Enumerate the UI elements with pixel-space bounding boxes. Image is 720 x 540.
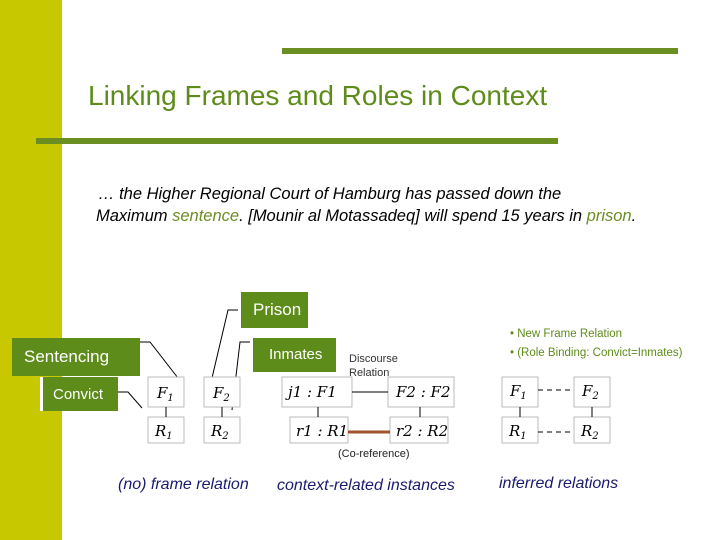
inferred-f1-sub: 1 — [520, 391, 526, 402]
sentencing-callout-line — [140, 341, 179, 379]
quote-line-1: … the Higher Regional Court of Hamburg h… — [98, 185, 562, 203]
inferred-r2-label: R — [580, 422, 592, 440]
inmates-label: Inmates — [250, 338, 336, 372]
convict-callout-line — [118, 391, 143, 409]
inmates-label-text: Inmates — [269, 346, 323, 363]
r1-node-label: R — [154, 422, 166, 440]
coreference-label: (Co-reference) — [338, 448, 410, 460]
caption-context-instances: context-related instances — [277, 477, 455, 494]
sentencing-label: Sentencing — [12, 338, 140, 376]
r1-instance-label: r1 : R1 — [296, 422, 348, 440]
f1-node-sub: 1 — [167, 393, 173, 404]
j1-f1-box — [281, 376, 353, 408]
highlight-sentence: sentence — [172, 207, 240, 225]
discourse-relation-label: Discourse Relation — [349, 353, 398, 379]
inferred-r2-sub: 2 — [591, 431, 598, 442]
quote-line-2: Maximum sentence. [Mounir al Motassadeq]… — [96, 205, 698, 227]
bullet-new-frame-relation: • New Frame Relation — [510, 328, 623, 340]
inferred-r1-label: R — [508, 422, 520, 440]
f2-node-label: F — [212, 384, 224, 402]
inferred-f1-label: F — [509, 382, 521, 400]
example-quote: … the Higher Regional Court of Hamburg h… — [96, 183, 698, 227]
inferred-f2-label: F — [581, 382, 593, 400]
caption-no-relation: (no) frame relation — [118, 476, 249, 493]
prison-label: Prison — [238, 292, 308, 328]
j1-node-label: j — [285, 383, 293, 401]
j1-node-rest: 1 : F1 — [293, 383, 337, 401]
r2-box — [203, 416, 241, 444]
r2-instance-box — [389, 416, 449, 444]
svg-text:R2: R2 — [210, 422, 229, 442]
inferred-f1-box — [501, 376, 539, 408]
prison-callout-line — [211, 309, 238, 379]
r2-node-sub: 2 — [221, 431, 228, 442]
svg-text:F1: F1 — [509, 382, 527, 402]
inferred-r2-box — [573, 416, 611, 444]
caption-inferred: inferred relations — [499, 475, 619, 492]
top-rule — [282, 48, 678, 54]
quote-text: Maximum — [96, 207, 173, 225]
highlight-prison: prison — [586, 207, 632, 225]
svg-text:R1: R1 — [154, 422, 173, 442]
r2-instance-label: r2 : R2 — [396, 422, 448, 440]
r2-node-label: R — [210, 422, 222, 440]
svg-text:R1: R1 — [508, 422, 527, 442]
svg-text:F1: F1 — [156, 384, 174, 404]
left-accent-bar — [0, 0, 62, 540]
r1-box — [147, 416, 185, 444]
bullet-role-binding: • (Role Binding: Convict=Inmates) — [510, 347, 683, 359]
svg-text:j1 : F1: j1 : F1 — [285, 383, 337, 401]
quote-text-mid: . [Mounir al Motassadeq] will spend 15 y… — [239, 207, 587, 225]
svg-text:F2: F2 — [581, 382, 599, 402]
inferred-f2-sub: 2 — [591, 391, 598, 402]
r1-node-sub: 1 — [166, 431, 172, 442]
sentencing-label-text: Sentencing — [24, 347, 110, 366]
svg-text:F2: F2 — [212, 384, 230, 404]
f2-f2-node-label: F2 : F2 — [395, 383, 451, 401]
f2-node-sub: 2 — [222, 393, 229, 404]
f1-node-label: F — [156, 384, 168, 402]
title-rule — [36, 138, 558, 144]
inferred-f2-box — [573, 376, 611, 408]
convict-label: Convict — [40, 377, 118, 411]
svg-text:R2: R2 — [580, 422, 599, 442]
f2-box — [203, 376, 241, 408]
prison-label-text: Prison — [253, 300, 302, 319]
slide-title: Linking Frames and Roles in Context — [88, 80, 548, 111]
quote-text-end: . — [631, 207, 637, 225]
inferred-r1-sub: 1 — [520, 431, 526, 442]
convict-label-text: Convict — [53, 386, 104, 403]
r1-instance-box — [289, 416, 349, 444]
